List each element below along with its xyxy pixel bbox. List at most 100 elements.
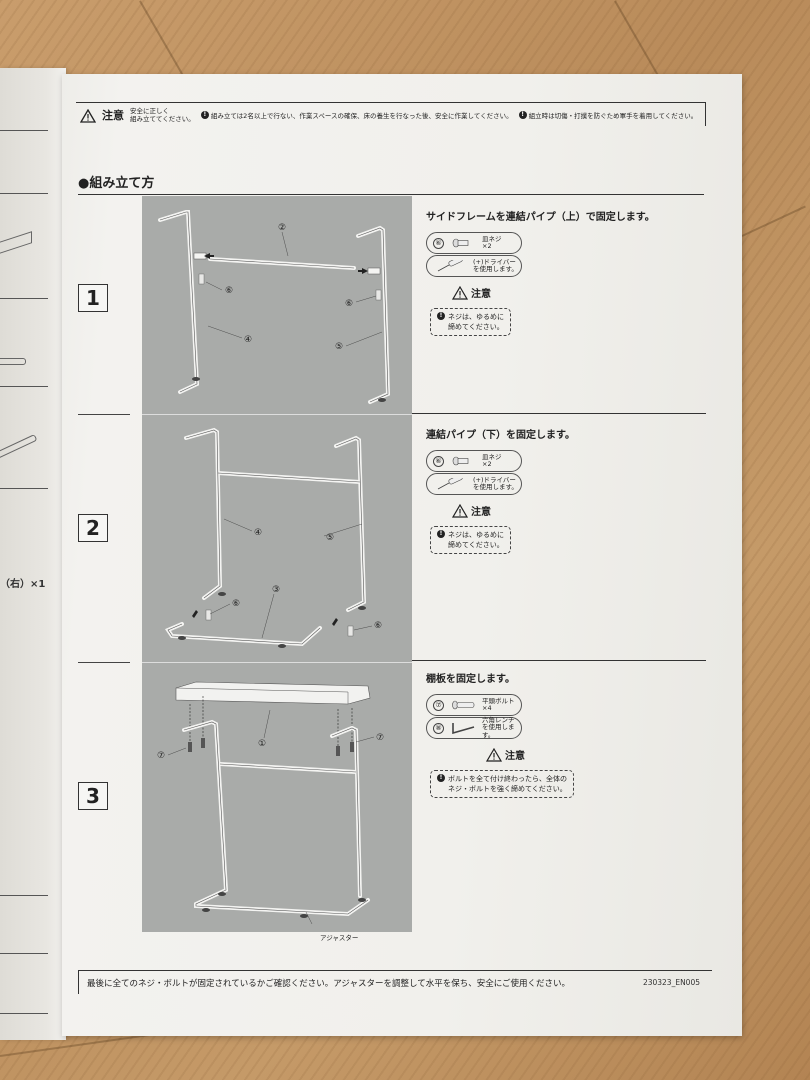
tool-desc: 六角レンチを使用します。 bbox=[482, 715, 521, 740]
step-title: サイドフレームを連結パイプ（上）で固定します。 bbox=[426, 212, 655, 223]
part-label: ⑤ bbox=[335, 342, 343, 352]
warning-triangle-icon bbox=[486, 747, 502, 762]
part-number: ⑦ bbox=[433, 699, 444, 711]
caution-note: ! ネジは、ゆるめに締めてください。 bbox=[430, 526, 511, 554]
lower-pipe-drawing: ④ ⑤ ③ ⑥ ⑥ bbox=[165, 427, 382, 648]
step-1-instructions: サイドフレームを連結パイプ（上）で固定します。 ⑥ 皿ネジ×2 (+)ドライバー… bbox=[426, 208, 706, 336]
part-desc: 皿ネジ×2 bbox=[482, 234, 502, 251]
instruction-page: 注意 安全に正しく 組み立ててください。 ! 組み立ては2名以上で行ない、作業ス… bbox=[62, 74, 742, 1036]
part-label: ⑥ bbox=[232, 599, 240, 609]
part-label: ⑥ bbox=[225, 286, 233, 296]
caution-heading: 注意 bbox=[452, 285, 706, 300]
caution-heading: 注意 bbox=[452, 503, 706, 518]
tool-desc: (+)ドライバーを使用します。 bbox=[473, 257, 518, 274]
warning-triangle-icon bbox=[452, 285, 468, 300]
caution-title: 注意 bbox=[102, 108, 124, 122]
step-2-diagram: ④ ⑤ ③ ⑥ ⑥ bbox=[142, 416, 412, 662]
part-label: ② bbox=[278, 223, 286, 233]
note-line: 締めてください。 bbox=[448, 323, 504, 331]
pan-head-screw-icon bbox=[452, 456, 469, 466]
divider bbox=[0, 895, 48, 896]
exclamation-icon: ! bbox=[200, 110, 209, 119]
tool-name: 六角レンチ bbox=[482, 715, 515, 724]
note-text: ボルトを全て付け終わったら、全体のネジ・ボルトを強く締めてください。 bbox=[448, 774, 567, 794]
part-item: ⑥ 皿ネジ×2 bbox=[426, 232, 522, 254]
adjuster-label: アジャスター bbox=[320, 934, 359, 942]
exclamation-icon: ! bbox=[437, 312, 445, 320]
screwdriver-icon bbox=[437, 260, 463, 272]
pan-head-screw-icon bbox=[452, 238, 469, 248]
part-label: ⑥ bbox=[345, 299, 353, 309]
section-title: ●組み立て方 bbox=[78, 176, 155, 191]
step-title: 連結パイプ（下）を固定します。 bbox=[426, 430, 575, 441]
note-text: ネジは、ゆるめに締めてください。 bbox=[448, 312, 504, 332]
caution-note: ! ネジは、ゆるめに締めてください。 bbox=[430, 308, 511, 336]
part-label: ⑦ bbox=[157, 751, 165, 761]
step-number-1: 1 bbox=[78, 284, 108, 312]
caution-item-text: 組立時は切傷・打撲を防ぐため軍手を着用してください。 bbox=[528, 111, 698, 120]
warning-triangle-icon bbox=[79, 108, 97, 123]
document-code: 230323_EN005 bbox=[642, 978, 700, 987]
note-text: ネジは、ゆるめに締めてください。 bbox=[448, 530, 504, 550]
tool-name: (+)ドライバー bbox=[473, 257, 516, 266]
step-1-diagram: ② ⑥ ⑥ ④ ⑤ bbox=[142, 196, 412, 414]
part-item: ⑦ 平頭ボルト×4 bbox=[426, 694, 522, 716]
step-number-2: 2 bbox=[78, 514, 108, 542]
note-line: 締めてください。 bbox=[448, 541, 504, 549]
caution-subtitle: 安全に正しく 組み立ててください。 bbox=[130, 107, 195, 123]
note-line: ネジは、ゆるめに bbox=[448, 313, 504, 321]
warning-triangle-icon bbox=[452, 503, 468, 518]
step-divider bbox=[78, 414, 130, 415]
step-2-instructions: 連結パイプ（下）を固定します。 ⑥ 皿ネジ×2 (+)ドライバーを使用します。 … bbox=[426, 426, 706, 554]
note-line: ネジは、ゆるめに bbox=[448, 531, 504, 539]
part-name: 皿ネジ bbox=[482, 452, 502, 461]
caution-subtitle-line: 組み立ててください。 bbox=[130, 114, 195, 123]
note-line: ネジ・ボルトを強く締めてください。 bbox=[448, 785, 567, 793]
part-label: ⑦ bbox=[376, 733, 384, 743]
caution-word: 注意 bbox=[505, 751, 525, 762]
part-label: ① bbox=[258, 739, 266, 749]
tool-usage: を使用します。 bbox=[473, 483, 518, 491]
step-3-instructions: 棚板を固定します。 ⑦ 平頭ボルト×4 ⑧ 六角レンチを使用します。 注意 ! … bbox=[426, 670, 706, 798]
caution-item: ! 組立時は切傷・打撲を防ぐため軍手を着用してください。 bbox=[518, 110, 698, 120]
divider bbox=[0, 386, 48, 387]
part-label: ③ bbox=[272, 585, 280, 595]
part-name: 平頭ボルト bbox=[482, 696, 515, 705]
caution-note: ! ボルトを全て付け終わったら、全体のネジ・ボルトを強く締めてください。 bbox=[430, 770, 574, 798]
part-label: ⑥ bbox=[374, 621, 382, 631]
step-divider bbox=[412, 413, 706, 414]
part-desc: 平頭ボルト×4 bbox=[482, 696, 515, 713]
flat-head-bolt-icon bbox=[452, 700, 475, 710]
divider bbox=[0, 953, 48, 954]
divider bbox=[0, 488, 48, 489]
shelf-board-drawing bbox=[0, 231, 32, 257]
pipe-drawing bbox=[0, 358, 26, 365]
note-line: ボルトを全て付け終わったら、全体の bbox=[448, 775, 567, 783]
part-count-label: （右）×1 bbox=[0, 579, 46, 590]
left-page: （右）×1 bbox=[0, 68, 66, 1040]
footer-text: 最後に全てのネジ・ボルトが固定されているかご確認ください。アジャスターを調整して… bbox=[87, 978, 571, 989]
tool-item: ⑧ 六角レンチを使用します。 bbox=[426, 715, 522, 740]
step-3-diagram: ① ⑦ ⑦ bbox=[142, 664, 412, 932]
caution-item: ! 組み立ては2名以上で行ない、作業スペースの確保、床の養生を行なった後、安全に… bbox=[200, 110, 513, 120]
diagram-panel bbox=[142, 196, 412, 932]
part-desc: 皿ネジ×2 bbox=[482, 452, 502, 469]
step-number-3: 3 bbox=[78, 782, 108, 810]
part-name: 皿ネジ bbox=[482, 234, 502, 243]
part-label: ⑤ bbox=[326, 533, 334, 543]
tool-item: (+)ドライバーを使用します。 bbox=[426, 255, 522, 277]
floor-seam bbox=[741, 205, 806, 237]
divider bbox=[0, 298, 48, 299]
caution-word: 注意 bbox=[471, 289, 491, 300]
part-label: ④ bbox=[244, 335, 252, 345]
part-number: ⑧ bbox=[433, 722, 444, 734]
floor-seam bbox=[139, 0, 186, 80]
exclamation-icon: ! bbox=[518, 110, 527, 119]
step-divider bbox=[142, 662, 412, 663]
part-label: ④ bbox=[254, 528, 262, 538]
step-divider bbox=[412, 660, 706, 661]
divider bbox=[0, 193, 48, 194]
exclamation-icon: ! bbox=[437, 530, 445, 538]
part-qty: ×4 bbox=[482, 704, 492, 712]
tool-usage: を使用します。 bbox=[473, 265, 518, 273]
